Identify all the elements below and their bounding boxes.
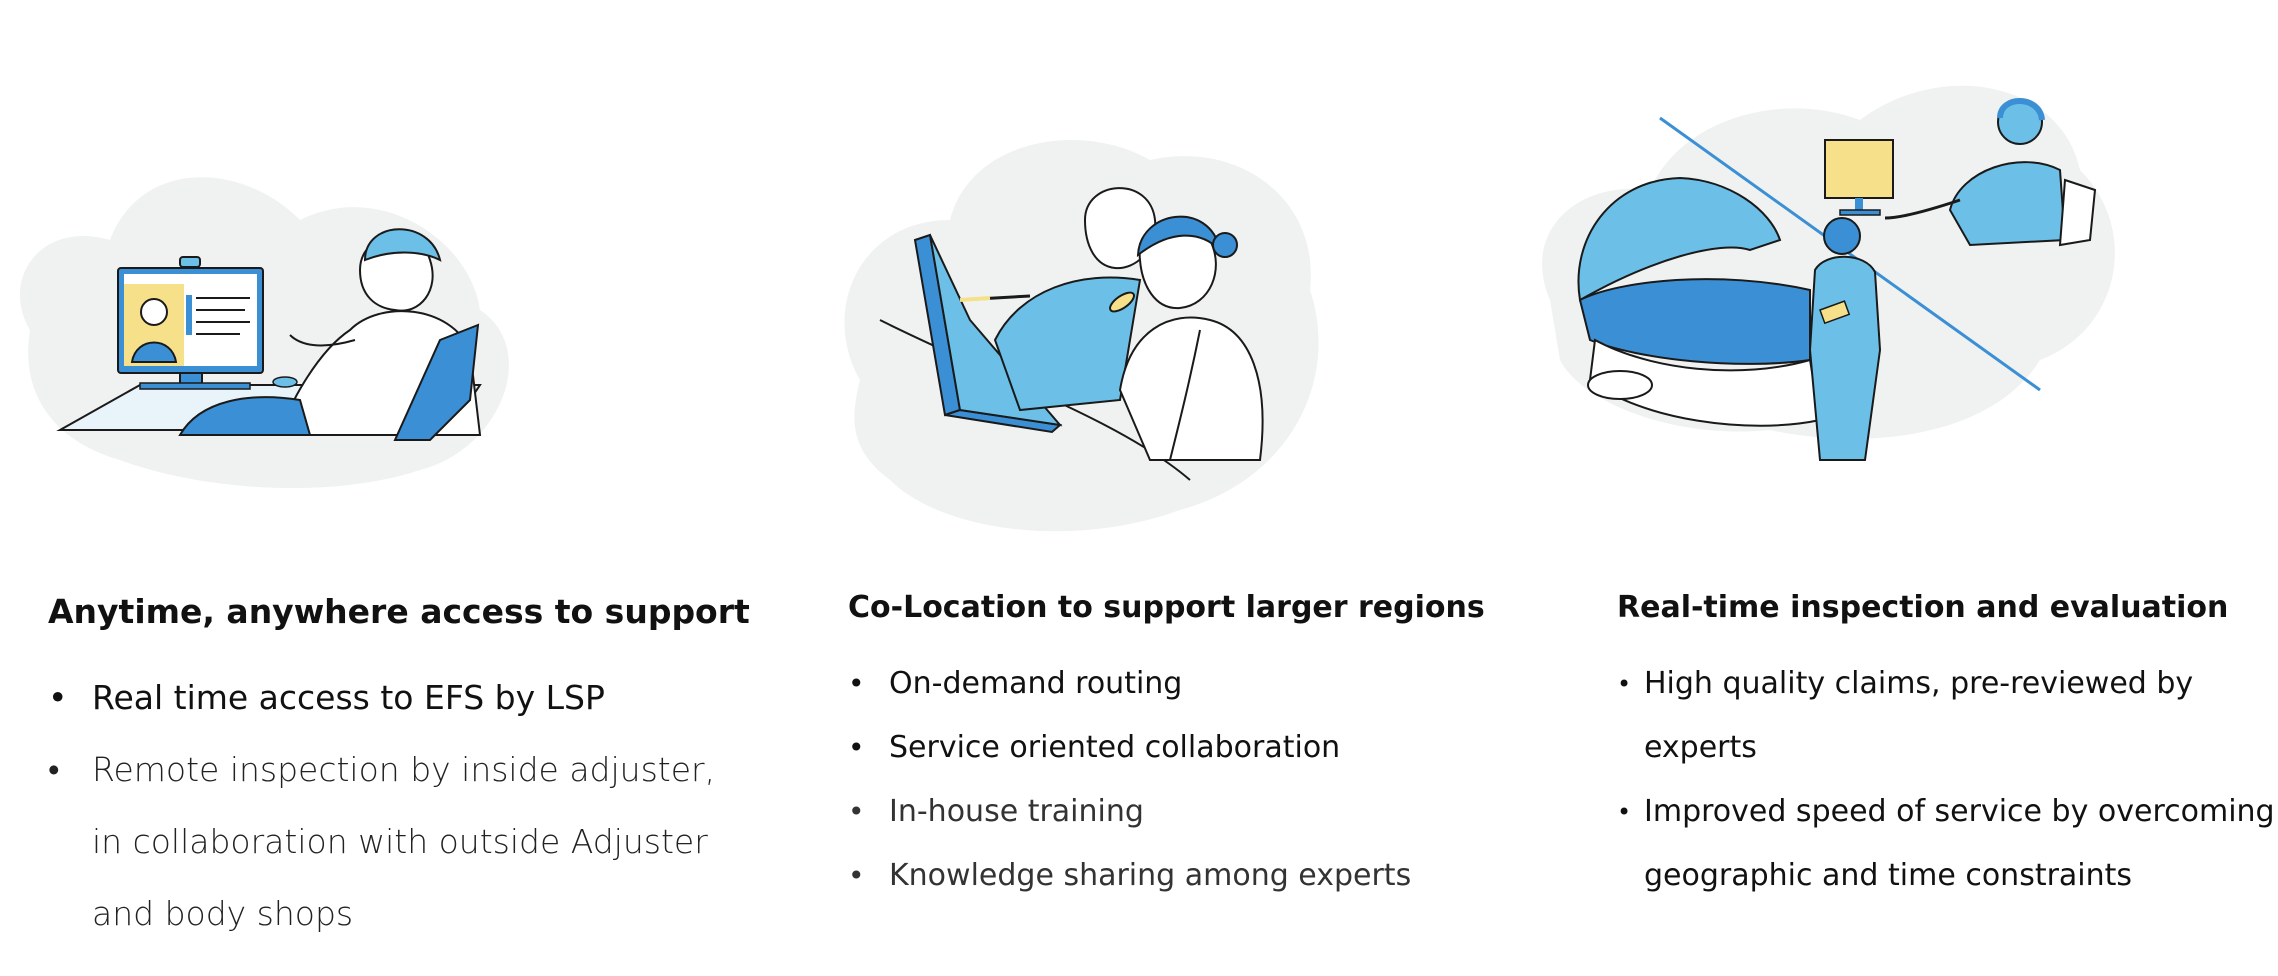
bullet-icon: • [1617, 670, 1632, 698]
bullet-icon: • [848, 795, 865, 828]
bullet-list: • On-demand routing • Service oriented c… [848, 652, 1411, 908]
list-item-text: in collaboration with outside Adjuster [92, 822, 708, 861]
list-item-text: Knowledge sharing among experts [889, 858, 1412, 893]
bullet-icon: • [48, 678, 68, 717]
list-item: • In-house training [848, 780, 1411, 844]
list-item: • Knowledge sharing among experts [848, 844, 1411, 908]
list-item-text: geographic and time constraints [1644, 858, 2133, 893]
list-item: • On-demand routing [848, 652, 1411, 716]
section-heading: Anytime, anywhere access to support [48, 592, 750, 631]
list-item-text: On-demand routing [889, 666, 1183, 701]
mechanic-and-remote-expert-illustration [1542, 85, 2115, 461]
list-item-text: experts [1644, 730, 1757, 765]
bullet-icon: • [1617, 798, 1632, 826]
list-item-text: Real time access to EFS by LSP [92, 678, 605, 717]
list-item-text: Improved speed of service by overcoming [1644, 794, 2275, 829]
bullet-icon: • [848, 859, 865, 892]
bullet-list: • High quality claims, pre-reviewed by e… [1617, 652, 2275, 908]
list-item: • Improved speed of service by overcomin… [1617, 780, 2275, 908]
list-item: • Service oriented collaboration [848, 716, 1411, 780]
bullet-icon: • [848, 667, 865, 700]
colleagues-at-laptop-illustration [844, 140, 1319, 532]
list-item: • Remote inspection by inside adjuster, … [48, 734, 715, 950]
list-item-text: and body shops [92, 894, 354, 933]
section-heading: Real-time inspection and evaluation [1617, 590, 2229, 625]
list-item-text: Service oriented collaboration [889, 730, 1341, 765]
list-item: • Real time access to EFS by LSP [48, 662, 715, 734]
remote-video-call-illustration [19, 177, 509, 489]
section-heading: Co-Location to support larger regions [848, 590, 1485, 625]
bullet-icon: • [48, 750, 60, 789]
bullet-list: • Real time access to EFS by LSP • Remot… [48, 662, 715, 950]
bullet-icon: • [848, 731, 865, 764]
list-item-text: Remote inspection by inside adjuster, [92, 750, 716, 789]
list-item: • High quality claims, pre-reviewed by e… [1617, 652, 2275, 780]
list-item-text: High quality claims, pre-reviewed by [1644, 666, 2194, 701]
list-item-text: In-house training [889, 794, 1144, 829]
